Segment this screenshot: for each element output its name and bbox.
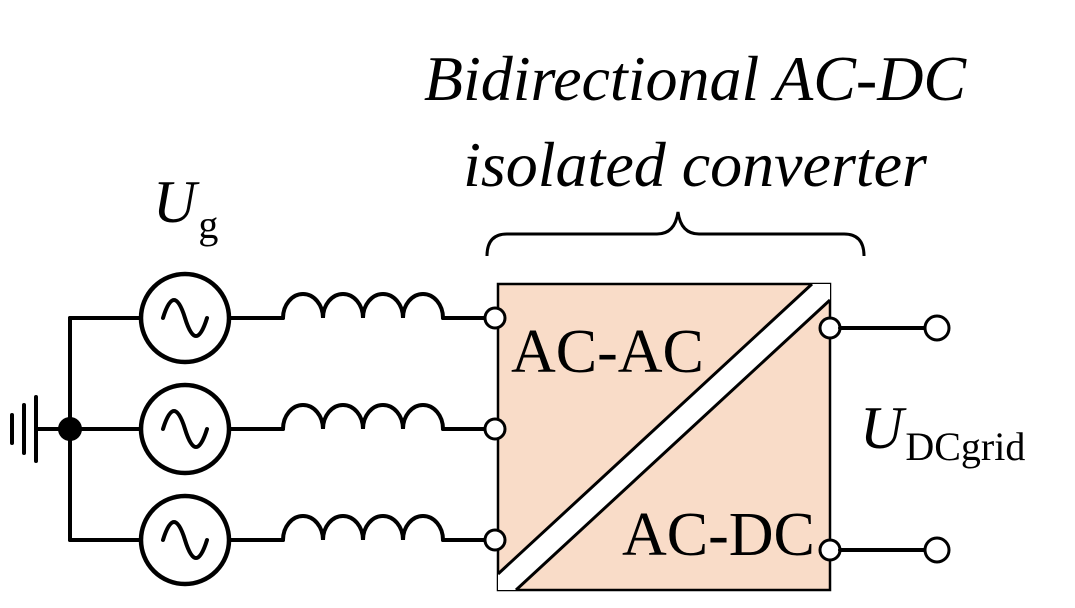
converter-diagonal-band (498, 284, 830, 590)
terminal-icon (483, 306, 507, 330)
title-line-1: Bidirectional AC-DC (424, 43, 968, 114)
source-voltage-label: Ug (153, 169, 218, 247)
ac-source-icon (138, 382, 232, 476)
terminal-icon (483, 417, 507, 441)
terminal-icon (818, 316, 842, 340)
brace-icon (485, 211, 866, 257)
inductor-icon (281, 403, 445, 431)
dc-grid-voltage-label: UDCgrid (860, 395, 1025, 469)
node-dot-icon (58, 417, 82, 441)
converter-top-label: AC-AC (511, 318, 704, 386)
ac-source-icon (138, 271, 232, 365)
terminal-icon (923, 536, 951, 564)
diagonal-edge-upper (496, 282, 814, 576)
title-line-2: isolated converter (463, 129, 928, 200)
inductor-icon (281, 514, 445, 542)
ac-source-icon (138, 493, 232, 587)
diagonal-edge-lower (514, 298, 832, 592)
terminal-icon (923, 314, 951, 342)
inductor-icon (281, 292, 445, 320)
terminal-icon (483, 528, 507, 552)
converter-bottom-label: AC-DC (622, 501, 815, 569)
terminal-icon (818, 538, 842, 562)
